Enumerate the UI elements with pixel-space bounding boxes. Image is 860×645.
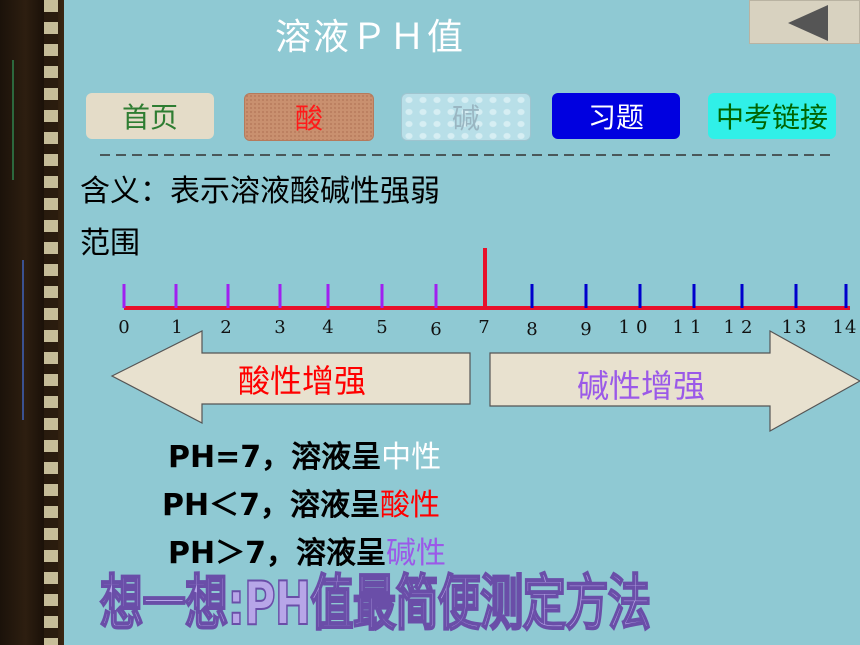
base-arrow-label: 碱性增强 xyxy=(577,367,706,405)
nav-acid-button[interactable]: 酸 xyxy=(244,93,374,141)
slide-title: 溶液ＰＨ值 xyxy=(274,17,465,58)
rule-base: PH＞7，溶液呈碱性 xyxy=(168,528,446,572)
rule-neutral: PH=7，溶液呈中性 xyxy=(168,432,441,476)
left-film-border xyxy=(0,0,64,645)
range-label: 范围 xyxy=(80,226,140,261)
nav-home-label: 首页 xyxy=(121,101,178,134)
rule-neutral-prefix: PH=7，溶液呈 xyxy=(168,440,382,475)
nav-exam-link-button[interactable]: 中考链接 xyxy=(708,93,836,139)
rule-acid: PH＜7，溶液呈酸性 xyxy=(162,480,440,524)
meaning-label: 含义：表示溶液酸碱性强弱 xyxy=(80,174,440,209)
decorative-streak xyxy=(12,60,14,180)
film-strip xyxy=(44,0,58,645)
acid-arrow-label: 酸性增强 xyxy=(238,362,367,400)
bottom-prompt: 想一想:PH值最简便测定方法 xyxy=(99,568,651,640)
rule-base-prefix: PH＞7，溶液呈 xyxy=(168,536,386,571)
nav-home-button[interactable]: 首页 xyxy=(86,93,214,139)
rule-base-suffix: 碱性 xyxy=(385,536,446,571)
decorative-streak xyxy=(22,260,24,420)
dashed-divider xyxy=(100,154,835,156)
nav-exercise-label: 习题 xyxy=(587,101,644,134)
back-arrow-icon xyxy=(788,5,828,41)
nav-exam-link-label: 中考链接 xyxy=(715,101,828,134)
nav-exercise-button[interactable]: 习题 xyxy=(552,93,680,139)
rule-acid-prefix: PH＜7，溶液呈 xyxy=(162,488,380,523)
back-button[interactable] xyxy=(749,0,860,44)
nav-acid-label: 酸 xyxy=(294,102,323,135)
rule-acid-suffix: 酸性 xyxy=(379,488,440,523)
nav-base-label: 碱 xyxy=(451,102,480,135)
nav-base-button[interactable]: 碱 xyxy=(401,93,531,141)
rule-neutral-suffix: 中性 xyxy=(381,440,442,475)
